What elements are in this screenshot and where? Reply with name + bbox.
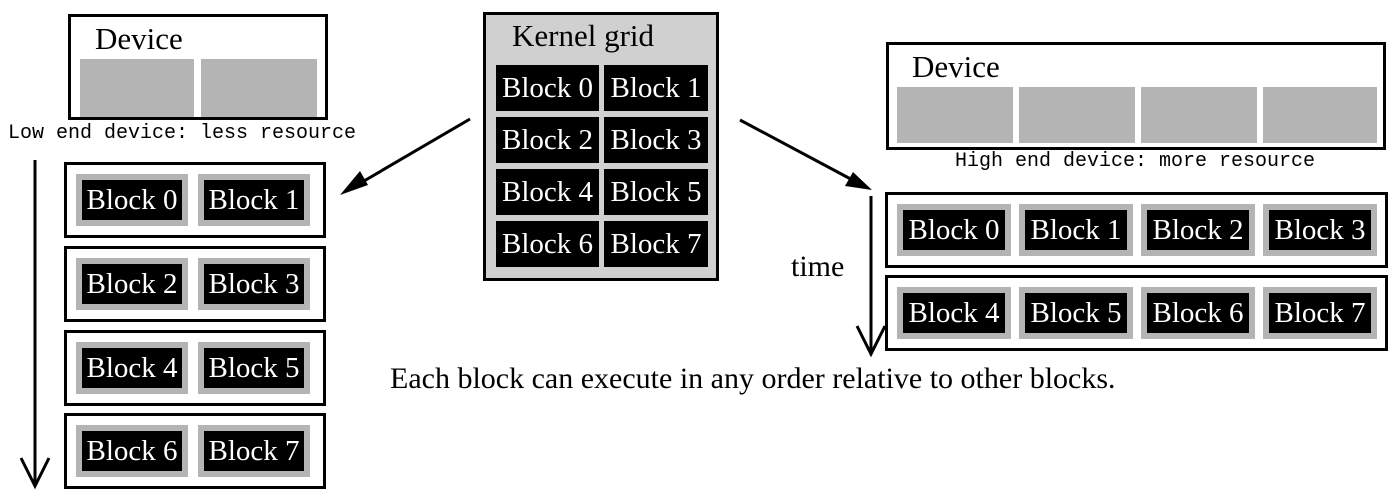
block-cell: Block 4	[903, 293, 1005, 333]
block-cell: Block 7	[204, 431, 304, 471]
low-end-exec-row: Block 4 Block 5	[64, 330, 326, 406]
block-cell: Block 2	[496, 117, 599, 163]
low-end-exec-row: Block 6 Block 7	[64, 413, 326, 489]
high-end-device-box: Device	[886, 42, 1386, 150]
block-cell: Block 1	[1025, 210, 1127, 250]
block-cell: Block 2	[82, 264, 182, 304]
time-axis-left	[19, 160, 51, 490]
block-cell: Block 0	[496, 65, 599, 111]
high-end-device-title: Device	[912, 49, 1000, 84]
high-end-exec-row: Block 0 Block 1 Block 2 Block 3	[885, 192, 1388, 268]
block-cell: Block 6	[82, 431, 182, 471]
order-note: Each block can execute in any order rela…	[390, 362, 1116, 395]
streaming-multiprocessor	[1263, 87, 1377, 143]
arrow-to-high-end	[739, 118, 872, 190]
block-cell: Block 0	[903, 210, 1005, 250]
block-cell: Block 7	[1269, 293, 1371, 333]
block-cell: Block 1	[204, 180, 304, 220]
low-end-device-title: Device	[95, 21, 183, 56]
streaming-multiprocessor	[1141, 87, 1257, 143]
block-cell: Block 0	[82, 180, 182, 220]
low-end-exec-row: Block 0 Block 1	[64, 162, 326, 238]
time-label: time	[791, 250, 845, 283]
block-cell: Block 1	[604, 65, 708, 111]
low-end-exec-row: Block 2 Block 3	[64, 246, 326, 322]
block-cell: Block 3	[204, 264, 304, 304]
low-end-device-box: Device	[68, 14, 328, 120]
high-end-caption: High end device: more resource	[955, 150, 1316, 173]
block-cell: Block 7	[604, 221, 708, 267]
block-cell: Block 4	[82, 348, 182, 388]
streaming-multiprocessor	[1019, 87, 1135, 143]
block-cell: Block 4	[496, 169, 599, 215]
kernel-grid-box: Kernel grid Block 0 Block 1 Block 2 Bloc…	[483, 12, 719, 281]
high-end-exec-row: Block 4 Block 5 Block 6 Block 7	[885, 275, 1388, 351]
block-cell: Block 3	[604, 117, 708, 163]
block-cell: Block 3	[1269, 210, 1371, 250]
arrow-to-low-end	[340, 117, 471, 195]
streaming-multiprocessor	[80, 59, 194, 117]
low-end-caption: Low end device: less resource	[8, 122, 357, 145]
time-axis-right	[855, 196, 887, 358]
block-cell: Block 6	[1147, 293, 1249, 333]
block-cell: Block 5	[1025, 293, 1127, 333]
block-cell: Block 6	[496, 221, 599, 267]
block-cell: Block 2	[1147, 210, 1249, 250]
streaming-multiprocessor	[897, 87, 1013, 143]
block-cell: Block 5	[204, 348, 304, 388]
streaming-multiprocessor	[201, 59, 317, 117]
block-cell: Block 5	[604, 169, 708, 215]
kernel-grid-title: Kernel grid	[512, 18, 655, 53]
